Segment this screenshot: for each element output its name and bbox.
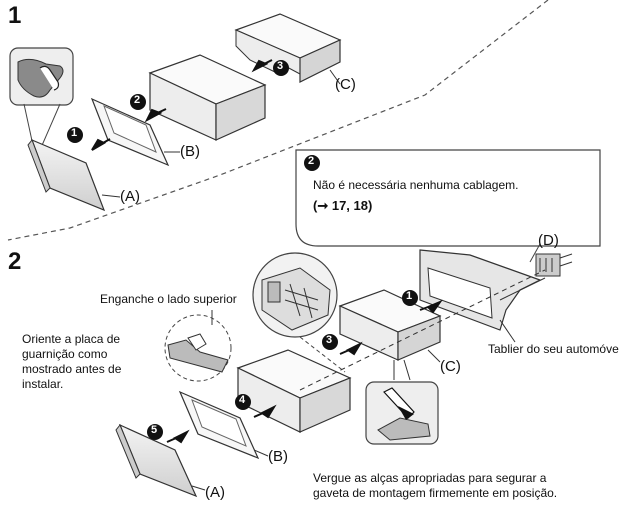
dashboard-label: Tablier do seu automóve	[488, 342, 619, 356]
callout-5-step2: 5	[151, 424, 158, 436]
callout-3-step1: 3	[277, 60, 284, 72]
label-c-step1: (C)	[335, 76, 356, 93]
trim-plate-b-step1	[90, 97, 180, 167]
bend-note-line: Vergue as alças apropriadas para segurar…	[313, 471, 547, 485]
arrows-step1	[91, 59, 273, 151]
no-wiring-note: Não é necessária nenhuma cablagem.	[313, 178, 519, 192]
callouts-step2	[147, 290, 418, 440]
faceplate-a-step2	[115, 423, 206, 498]
bend-tabs-inset	[365, 359, 439, 445]
callout-4-step2: 4	[239, 394, 246, 406]
label-d-step2: (D)	[538, 232, 559, 249]
orient-note-line: mostrado antes de	[22, 362, 122, 376]
unit-box-step2	[236, 349, 352, 433]
arrows-step2	[166, 299, 443, 444]
bend-note-line: gaveta de montagem firmemente em posição…	[313, 486, 558, 500]
bend-tabs-note: Vergue as alças apropriadas para segurar…	[313, 471, 557, 501]
hook-inset	[164, 310, 232, 382]
callout-2-step1: 2	[134, 94, 141, 106]
callout-3-step2: 3	[326, 334, 333, 346]
page-reference: (➞ 17, 18)	[313, 198, 373, 213]
orient-note-line: guarnição como	[22, 347, 108, 361]
clip-zoom-inset	[252, 252, 346, 373]
step-1-number: 1	[8, 2, 22, 29]
hook-top-note: Enganche o lado superior	[100, 292, 237, 306]
label-a-step1: (A)	[120, 188, 140, 205]
callout-box-2	[295, 149, 601, 247]
connector-d	[535, 253, 573, 277]
orient-note: Oriente a placa de guarnição como mostra…	[22, 332, 121, 392]
faceplate-a-step1	[27, 138, 121, 212]
orient-note-line: Oriente a placa de	[22, 332, 121, 346]
insertion-path	[299, 269, 546, 391]
callout-1-step2: 1	[406, 290, 413, 302]
step-2-number: 2	[8, 248, 22, 275]
label-b-step2: (B)	[268, 448, 288, 465]
label-a-step2: (A)	[205, 484, 225, 501]
finger-press-inset	[9, 47, 74, 151]
callout-box-number: 2	[308, 155, 315, 167]
label-c-step2: (C)	[440, 358, 461, 375]
mounting-sleeve-c-step2	[338, 289, 442, 363]
trim-plate-b-step2	[178, 390, 269, 460]
unit-box-step1	[148, 54, 267, 141]
callouts-step1	[67, 60, 289, 143]
orient-note-line: instalar.	[22, 377, 64, 391]
mounting-sleeve-c-step1	[234, 13, 342, 85]
callout-1-step1: 1	[71, 127, 78, 139]
label-b-step1: (B)	[180, 143, 200, 160]
section-divider	[7, 0, 549, 241]
